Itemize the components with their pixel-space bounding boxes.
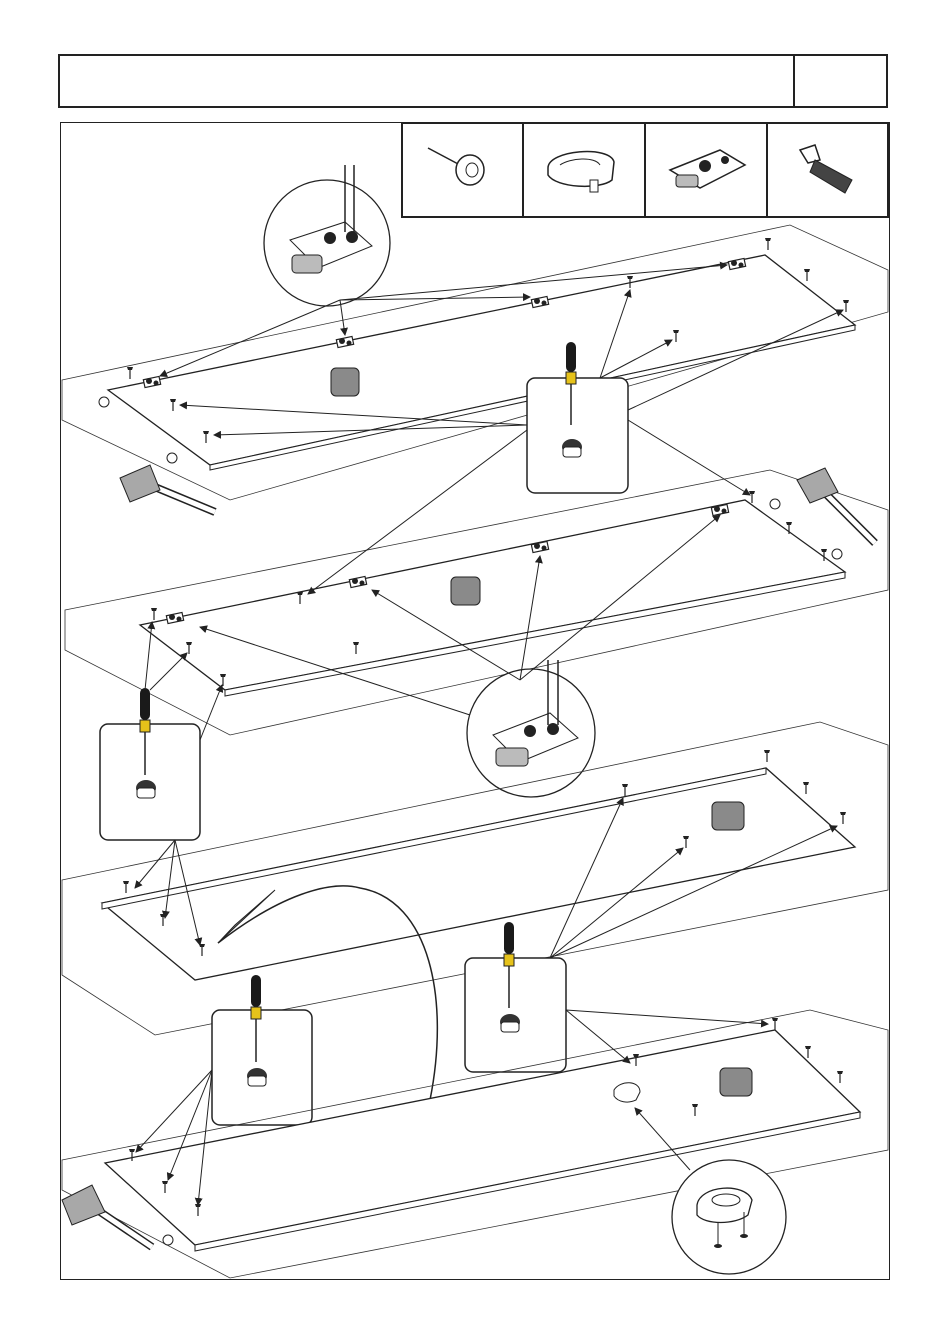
panel-marker-4 bbox=[720, 1068, 752, 1096]
panel-step-2 bbox=[65, 470, 888, 735]
screwdriver-callout-4 bbox=[212, 975, 312, 1125]
screwdriver-callout-2 bbox=[100, 688, 200, 840]
panel-marker-2 bbox=[451, 577, 480, 605]
screwdriver-callout-3 bbox=[465, 922, 566, 1072]
panel-step-1 bbox=[62, 225, 888, 500]
panel-marker-3 bbox=[712, 802, 744, 830]
parts-legend bbox=[402, 123, 888, 217]
hinge-detail-callout bbox=[264, 165, 390, 306]
hinge-detail-callout bbox=[467, 660, 595, 797]
hammer-icon bbox=[797, 468, 875, 543]
hammer-icon bbox=[120, 465, 215, 512]
panel-marker-1 bbox=[331, 368, 359, 396]
